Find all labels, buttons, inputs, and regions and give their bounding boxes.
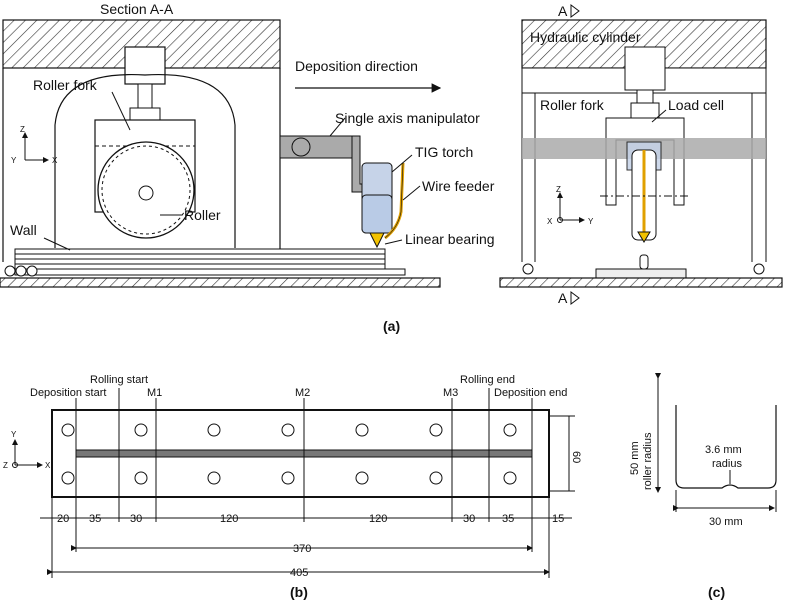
- svg-text:Z: Z: [3, 461, 8, 470]
- label-rolling-start: Rolling start: [90, 374, 148, 386]
- label-manipulator: Single axis manipulator: [335, 110, 480, 126]
- label-deposition-end: Deposition end: [494, 387, 567, 399]
- label-radius-value: 3.6 mm: [705, 444, 742, 456]
- svg-text:120: 120: [220, 513, 238, 525]
- manipulator-bar: [279, 135, 353, 159]
- label-tig-torch: TIG torch: [415, 144, 473, 160]
- label-m3: M3: [443, 387, 458, 399]
- label-radius: radius: [712, 458, 742, 470]
- section-mark-top: A: [558, 3, 568, 19]
- panel-a-left: Section A-A: [0, 1, 495, 288]
- label-roller-fork: Roller fork: [33, 77, 98, 93]
- label-hydraulic-cylinder: Hydraulic cylinder: [530, 29, 641, 45]
- caption-b: (b): [290, 584, 308, 600]
- wall-layers: [14, 248, 406, 276]
- label-width: 30 mm: [709, 516, 743, 528]
- caption-a: (a): [383, 318, 400, 334]
- svg-text:Y: Y: [11, 156, 17, 165]
- axis-left: Z Y X: [11, 125, 58, 165]
- label-deposition-direction: Deposition direction: [295, 58, 418, 74]
- roller-profile: [675, 405, 777, 489]
- svg-text:20: 20: [57, 513, 69, 525]
- label-roller: Roller: [184, 207, 221, 223]
- svg-text:60: 60: [570, 451, 582, 463]
- svg-text:Y: Y: [11, 430, 17, 439]
- load-cell: [630, 102, 660, 119]
- caption-c: (c): [708, 584, 725, 600]
- svg-text:30: 30: [463, 513, 475, 525]
- label-wire-feeder: Wire feeder: [422, 178, 495, 194]
- label-m1: M1: [147, 387, 162, 399]
- panel-a-right: A A Z: [499, 3, 783, 306]
- svg-text:Z: Z: [556, 185, 561, 194]
- label-deposition-start: Deposition start: [30, 387, 106, 399]
- svg-text:X: X: [52, 156, 58, 165]
- svg-text:15: 15: [552, 513, 564, 525]
- section-mark-bottom: A: [558, 290, 568, 306]
- svg-text:35: 35: [89, 513, 101, 525]
- svg-text:X: X: [45, 461, 51, 470]
- panel-b: Y Z X Deposition start Rolling start M1 …: [3, 374, 582, 579]
- cylinder-left: [124, 46, 166, 85]
- svg-text:X: X: [547, 217, 553, 226]
- label-load-cell: Load cell: [668, 97, 724, 113]
- label-roller-radius: roller radius: [642, 432, 654, 490]
- label-wall: Wall: [10, 222, 37, 238]
- axis-right: Z X Y: [547, 185, 594, 226]
- label-m2: M2: [295, 387, 310, 399]
- roller-housing: [54, 73, 236, 248]
- svg-text:30: 30: [130, 513, 142, 525]
- svg-text:405: 405: [290, 567, 308, 579]
- svg-text:35: 35: [502, 513, 514, 525]
- svg-text:Y: Y: [588, 217, 594, 226]
- svg-text:370: 370: [293, 543, 311, 555]
- label-rolling-end: Rolling end: [460, 374, 515, 386]
- label-roller-radius-value: 50 mm: [629, 441, 641, 475]
- hydraulic-cylinder: [624, 46, 666, 91]
- svg-text:120: 120: [369, 513, 387, 525]
- section-title: Section A-A: [100, 1, 174, 17]
- label-roller-fork-right: Roller fork: [540, 97, 605, 113]
- panel-c: 50 mm roller radius 3.6 mm radius 30 mm: [629, 373, 777, 528]
- bolt-holes: [61, 423, 517, 485]
- label-linear-bearing: Linear bearing: [405, 231, 495, 247]
- ground-left: [0, 277, 441, 288]
- svg-text:Z: Z: [20, 125, 25, 134]
